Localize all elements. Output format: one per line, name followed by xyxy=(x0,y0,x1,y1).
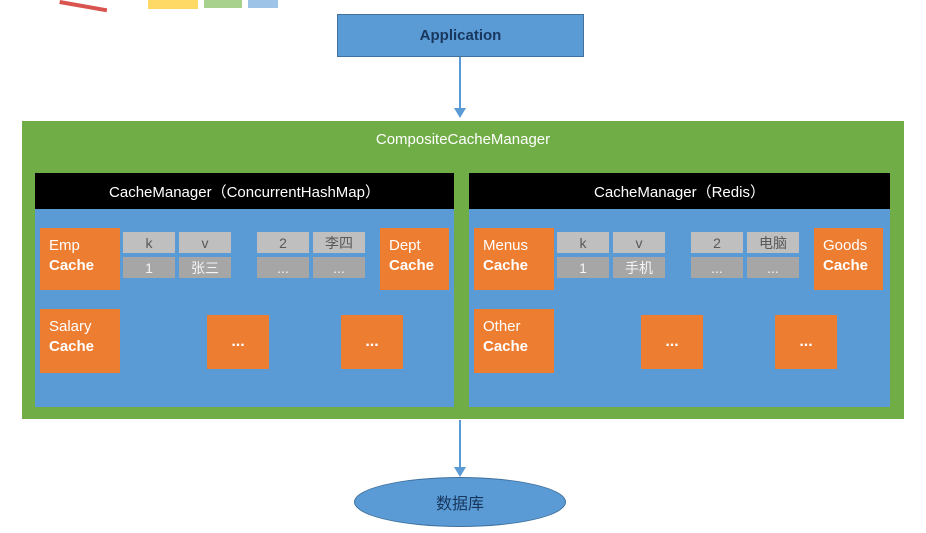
panel-title: CacheManager（ConcurrentHashMap） xyxy=(35,173,454,209)
cache-label-line2: Cache xyxy=(483,257,529,275)
kv-table-group-b: 2 电脑 ... ... xyxy=(691,232,799,278)
decor-fragment-line xyxy=(59,0,108,13)
cache-box-other: Other Cache xyxy=(474,309,554,373)
kv-cell: 电脑 xyxy=(747,232,799,253)
decor-fragment-green xyxy=(204,0,242,8)
panel-title: CacheManager（Redis） xyxy=(469,173,890,209)
cache-box-emp: Emp Cache xyxy=(40,228,120,290)
kv-cell: 李四 xyxy=(313,232,365,253)
cache-label-line1: Dept xyxy=(389,237,421,254)
arrow-app-to-composite-head-icon xyxy=(454,108,466,118)
cache-label-line1: Emp xyxy=(49,237,80,254)
kv-table-group-b: 2 李四 ... ... xyxy=(257,232,365,278)
kv-cell: k xyxy=(557,232,609,253)
cache-box-ellipsis: ... xyxy=(341,315,403,369)
kv-cell: k xyxy=(123,232,175,253)
cache-manager-panel-concurrenthashmap: CacheManager（ConcurrentHashMap） Emp Cach… xyxy=(35,173,454,407)
cache-box-goods: Goods Cache xyxy=(814,228,883,290)
cache-label-line1: Other xyxy=(483,318,521,335)
kv-cell: ... xyxy=(257,257,309,278)
kv-cell: v xyxy=(179,232,231,253)
kv-cell: 2 xyxy=(257,232,309,253)
kv-cell: ... xyxy=(747,257,799,278)
kv-cell: v xyxy=(613,232,665,253)
decor-fragment-yellow xyxy=(148,0,198,9)
cache-manager-panel-redis: CacheManager（Redis） Menus Cache k v 1 手机… xyxy=(469,173,890,407)
kv-table-group-a: k v 1 张三 xyxy=(123,232,231,278)
database-node: 数据库 xyxy=(354,477,566,527)
cache-label-line2: Cache xyxy=(483,338,529,356)
cache-label-line2: Cache xyxy=(49,257,95,275)
cache-box-ellipsis: ... xyxy=(641,315,703,369)
cache-label-line1: Menus xyxy=(483,237,529,254)
panel-body: Emp Cache k v 1 张三 2 李四 ... ... Dept Cac… xyxy=(35,209,454,407)
kv-table-group-a: k v 1 手机 xyxy=(557,232,665,278)
cache-box-salary: Salary Cache xyxy=(40,309,120,373)
composite-cache-manager-title: CompositeCacheManager xyxy=(375,130,551,148)
decor-fragment-blue xyxy=(248,0,278,8)
cache-box-dept: Dept Cache xyxy=(380,228,449,290)
cache-label-line2: Cache xyxy=(389,257,435,275)
arrow-composite-to-db-head-icon xyxy=(454,467,466,477)
kv-cell: ... xyxy=(313,257,365,278)
cache-label-line1: Goods xyxy=(823,237,868,254)
cache-label-line2: Cache xyxy=(823,257,869,275)
kv-cell: ... xyxy=(691,257,743,278)
kv-cell: 张三 xyxy=(179,257,231,278)
cache-box-menus: Menus Cache xyxy=(474,228,554,290)
cache-box-ellipsis: ... xyxy=(775,315,837,369)
application-node: Application xyxy=(337,14,584,57)
kv-cell: 手机 xyxy=(613,257,665,278)
arrow-composite-to-db-line xyxy=(459,420,461,468)
cache-box-ellipsis: ... xyxy=(207,315,269,369)
arrow-app-to-composite-line xyxy=(459,57,461,109)
kv-cell: 1 xyxy=(123,257,175,278)
application-label: Application xyxy=(419,27,502,44)
cache-label-line2: Cache xyxy=(49,338,95,356)
database-label: 数据库 xyxy=(435,496,484,513)
kv-cell: 2 xyxy=(691,232,743,253)
panel-body: Menus Cache k v 1 手机 2 电脑 ... ... Goods … xyxy=(469,209,890,407)
cache-label-line1: Salary xyxy=(49,318,92,335)
kv-cell: 1 xyxy=(557,257,609,278)
